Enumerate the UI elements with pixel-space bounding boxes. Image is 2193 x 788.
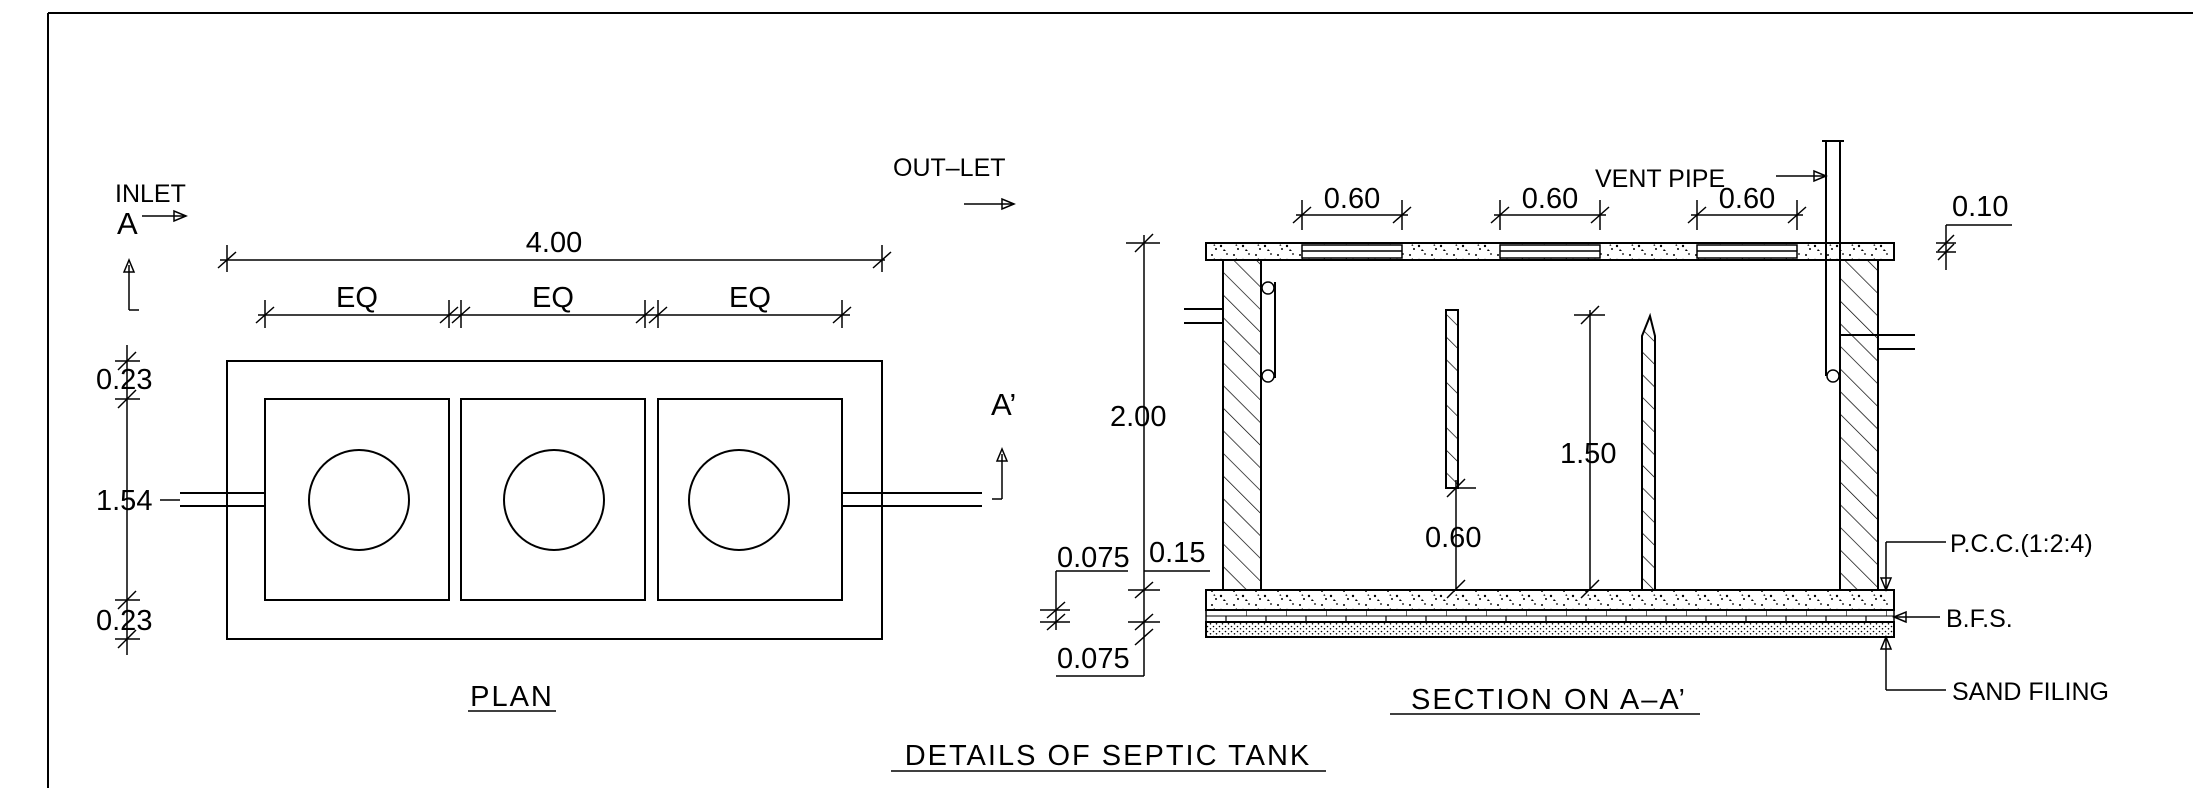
section-view: VENT PIPE 0.60 0.60 0.60 [1040,140,2109,716]
outlet-arrow-icon [964,197,1016,211]
dim-slab-thickness [1936,224,2012,270]
section-mark-a: A [117,206,138,241]
vent-pipe-label: VENT PIPE [1595,165,1725,193]
eq-label-2: EQ [532,282,574,314]
sand-thickness-value: 0.075 [1057,643,1130,675]
inner-width-value: 1.54 [96,485,152,517]
vent-pipe-leader [1776,169,1828,183]
section-left-wall [1222,259,1262,591]
outlet-label: OUT–LET [893,154,1006,182]
eq-label-1: EQ [336,282,378,314]
overall-length-value: 4.00 [526,227,582,259]
baffle-1 [1445,309,1459,489]
dim-overall-depth [1126,233,1160,676]
bfs-leader [1892,610,1940,624]
sand-label: SAND FILING [1952,678,2109,706]
pcc-layer [1205,589,1895,611]
section-right-wall [1839,259,1879,591]
pcc-label: P.C.C.(1:2:4) [1950,530,2093,558]
slab-thickness-value: 0.10 [1952,191,2008,223]
sand-leader [1879,635,1946,691]
dim-slab-openings [1292,200,1807,230]
slab-opening-2-value: 0.60 [1522,183,1578,215]
eq-label-3: EQ [729,282,771,314]
plan-manhole-1 [308,449,410,551]
baffle-clearance-value: 0.60 [1425,522,1481,554]
plan-chamber-2 [460,398,646,601]
plan-inlet-pipe [180,492,266,507]
slab-opening-1-value: 0.60 [1324,183,1380,215]
sheet-border [47,12,2193,788]
sand-layer [1205,621,1895,638]
dim-baffle-depth [1574,305,1605,599]
plan-outlet-pipe [842,492,982,507]
section-arrow-a-icon [122,209,188,311]
section-title: SECTION ON A–A’ [1411,684,1687,716]
slab-opening-3-value: 0.60 [1719,183,1775,215]
slab-openings [1301,244,1798,259]
section-arrow-a-prime-icon [992,447,1009,500]
section-inlet-pipe [1184,281,1276,383]
pcc-leader [1879,541,1946,592]
bfs-label: B.F.S. [1946,605,2013,633]
vent-pipe [1822,140,1915,383]
inlet-label: INLET [115,180,186,208]
bfs-layer [1205,609,1895,623]
plan-chamber-3 [657,398,843,601]
plan-chamber-1 [264,398,450,601]
dim-base-layers [1040,570,1210,677]
wall-top-value: 0.23 [96,364,152,396]
pcc-thickness-value: 0.075 [1057,542,1130,574]
dim-baffle-clearance [1446,478,1476,599]
dim-eq-chain [255,300,852,328]
baffle-2 [1641,312,1656,591]
plan-view: INLET A OUT–LET A’ 4. [96,154,1016,713]
plan-outer-wall [226,360,883,640]
dim-overall-length [217,245,892,272]
sheet-title: DETAILS OF SEPTIC TANK [905,740,1312,772]
wall-bottom-value: 0.23 [96,605,152,637]
section-mark-a-prime: A’ [991,387,1016,422]
plan-manhole-3 [688,449,790,551]
plan-manhole-2 [503,449,605,551]
overall-depth-value: 2.00 [1110,401,1166,433]
dim-vertical-chain [115,345,180,655]
wall-base-value: 0.15 [1149,537,1205,569]
baffle-depth-value: 1.50 [1560,438,1616,470]
plan-title: PLAN [470,681,554,713]
